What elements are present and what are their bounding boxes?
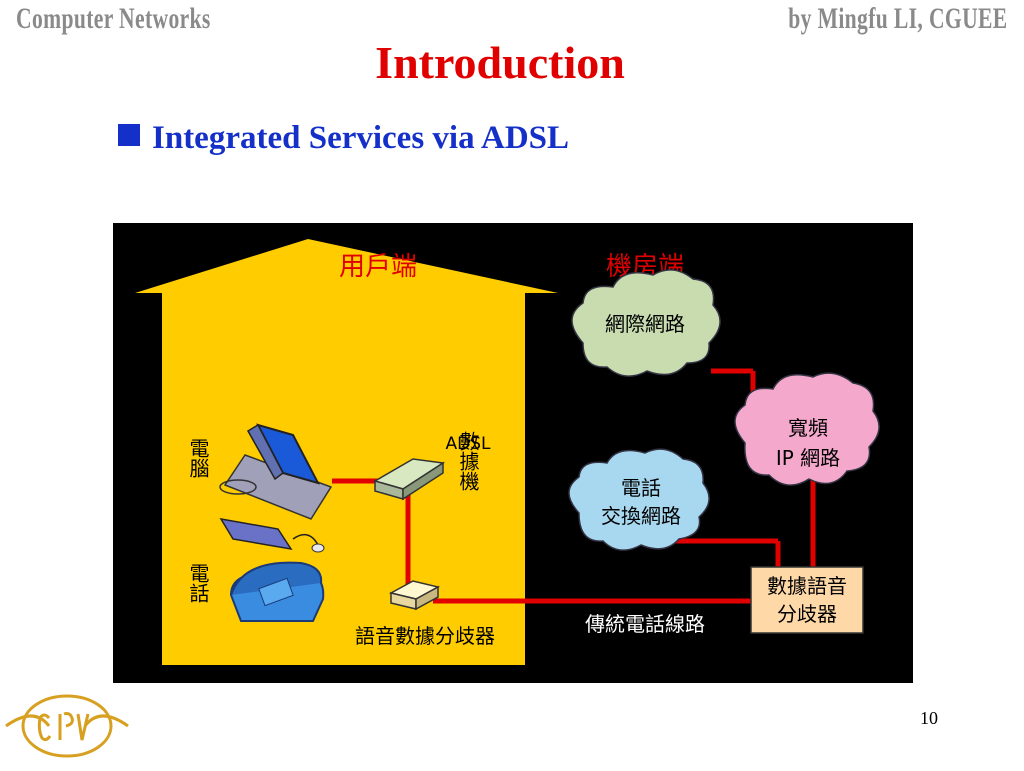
office-splitter-box (750, 566, 864, 634)
broadband-ip-cloud (734, 372, 880, 486)
page-number: 10 (920, 708, 938, 728)
adsl-label: ADSL (446, 434, 492, 454)
phone-label: 電話 (186, 563, 210, 603)
computer-label: 電腦 (186, 438, 210, 478)
phone-line-label: 傳統電話線路 (585, 612, 705, 636)
square-bullet-icon (118, 124, 140, 146)
adsl-diagram: 用戶端 機房端 電腦 電話 ADSL 數據機 語音數據分歧器 網際網路 (113, 223, 913, 683)
course-title-header: Computer Networks (16, 2, 211, 35)
slide-title: Introduction (375, 37, 625, 88)
internet-label: 網際網路 (605, 312, 685, 336)
telephone-switch-cloud (568, 448, 710, 551)
computer-icon (219, 423, 333, 553)
telephone-icon (229, 561, 325, 622)
broadband-label-1: 寬頻 (788, 416, 828, 440)
user-side-label: 用戶端 (339, 252, 417, 282)
adsl-modem-label: 數據機 (456, 431, 480, 491)
university-logo (4, 686, 130, 771)
author-header: by Mingfu LI, CGUEE (788, 2, 1008, 35)
connection-lines (332, 368, 816, 604)
bullet-item: Integrated Services via ADSL (118, 120, 569, 157)
internet-cloud (571, 269, 721, 377)
home-splitter-label: 語音數據分歧器 (355, 624, 495, 648)
broadband-label-2: IP 網路 (776, 446, 840, 470)
office-splitter-label-2: 分歧器 (777, 602, 837, 626)
telephone-switch-label-1: 電話 (621, 476, 661, 500)
home-splitter-icon (388, 580, 441, 611)
adsl-modem-icon (373, 458, 446, 501)
bullet-text: Integrated Services via ADSL (152, 120, 570, 156)
telephone-switch-label-2: 交換網路 (601, 504, 681, 528)
user-side-house (135, 239, 558, 665)
office-splitter-label-1: 數據語音 (767, 574, 847, 598)
